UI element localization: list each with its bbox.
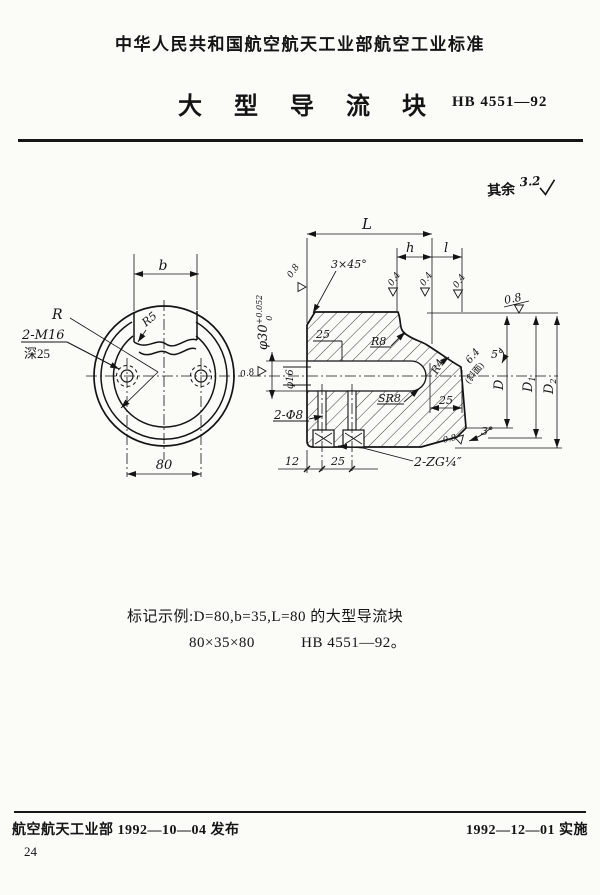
dim-D1-label: D1	[521, 376, 537, 393]
section-view: L h l 3×45° 0.8 0.4 0.4 0.4 0.8 φ30+0.05…	[239, 215, 562, 474]
dim-b-label: b	[159, 258, 168, 274]
holes-note-label: 2-Φ8	[273, 408, 304, 422]
rough-04b-label: 0.4	[419, 270, 436, 288]
angle-5-label: 5°	[491, 348, 504, 361]
rough-04c-label: 0.4	[452, 272, 469, 290]
nose-dim-label: 25	[438, 394, 453, 407]
rough-left-label: 0.8	[286, 262, 303, 280]
marking-example-line1: 标记示例:D=80,b=35,L=80 的大型导流块	[127, 609, 404, 625]
dim-D2-sub: 2	[549, 378, 558, 384]
page-title: 大 型 导 流 块	[178, 94, 439, 120]
section-dim-lines	[266, 231, 562, 473]
pipe-thread-label: 2-ZG¼″	[413, 454, 462, 469]
marking-example: 标记示例:D=80,b=35,L=80 的大型导流块 80×35×80 HB 4…	[127, 604, 406, 656]
dim-80-label: 80	[156, 458, 173, 473]
dim-12-label: 12	[285, 455, 299, 468]
footer-divider	[14, 811, 586, 813]
dim-h-label: h	[406, 241, 414, 256]
thread-note-label: 2-M16	[21, 328, 65, 343]
counterbore-thread-marks	[314, 432, 363, 445]
standard-number: HB 4551—92	[452, 94, 548, 110]
rough-bore-label: 0.8	[239, 368, 255, 380]
stem-dia-label: φ16	[285, 369, 296, 389]
page-number: 24	[24, 844, 37, 859]
fillet-r8-label: R8	[370, 335, 386, 348]
header-divider	[18, 139, 583, 142]
rough-bottom-label: 0.8	[442, 433, 458, 446]
bore-dia-value: φ30	[256, 324, 271, 350]
angle-3-label: 3°	[481, 425, 494, 438]
roughness-symbols	[257, 281, 525, 445]
standard-caption: 中华人民共和国航空航天工业部航空工业标准	[115, 35, 485, 54]
roughness-check-icon	[539, 179, 556, 196]
bore-dia-label: φ30+0.0520	[255, 295, 274, 350]
left-view: b 80 R 2-M16 深25 R5	[21, 254, 242, 477]
dim-25-label: 25	[330, 455, 345, 468]
dim-L-label: L	[361, 215, 372, 233]
bore-tol-upper: +0.052	[255, 295, 264, 325]
marking-example-line2: 80×35×80 HB 4551—92。	[127, 630, 406, 656]
dim-l-label: l	[444, 241, 448, 256]
left-view-holes	[116, 365, 212, 387]
marking-example-size: 80×35×80	[189, 635, 255, 651]
marking-example-code: HB 4551—92。	[301, 635, 407, 651]
footer-implement-date: 1992—12—01 实施	[466, 823, 588, 838]
rough-top-label: 0.8	[503, 291, 523, 307]
sphere-radius-label: SR8	[378, 392, 401, 405]
left-view-circles	[93, 305, 235, 447]
rough-04a-label: 0.4	[387, 270, 404, 288]
step-dim-label: 25	[315, 328, 330, 341]
dim-D2-label: D2	[542, 378, 558, 395]
chamfer-label: 3×45°	[331, 258, 367, 271]
dim-D-label: D	[492, 379, 507, 391]
dim-D1-main: D	[521, 381, 536, 393]
left-view-slot	[133, 311, 198, 356]
general-roughness-note: 其余 3.2	[486, 174, 560, 200]
slot-radius-label: R5	[139, 309, 160, 329]
bore-tol-lower: 0	[265, 316, 274, 321]
radius-r-label: R	[51, 307, 63, 323]
footer-issue-date: 航空航天工业部 1992—10—04 发布	[12, 823, 240, 838]
left-view-centerlines	[86, 300, 242, 477]
left-view-dimensions	[21, 254, 199, 409]
thread-depth-label: 深25	[24, 346, 50, 361]
dim-D1-sub: 1	[528, 376, 537, 381]
dim-D2-main: D	[542, 383, 557, 395]
